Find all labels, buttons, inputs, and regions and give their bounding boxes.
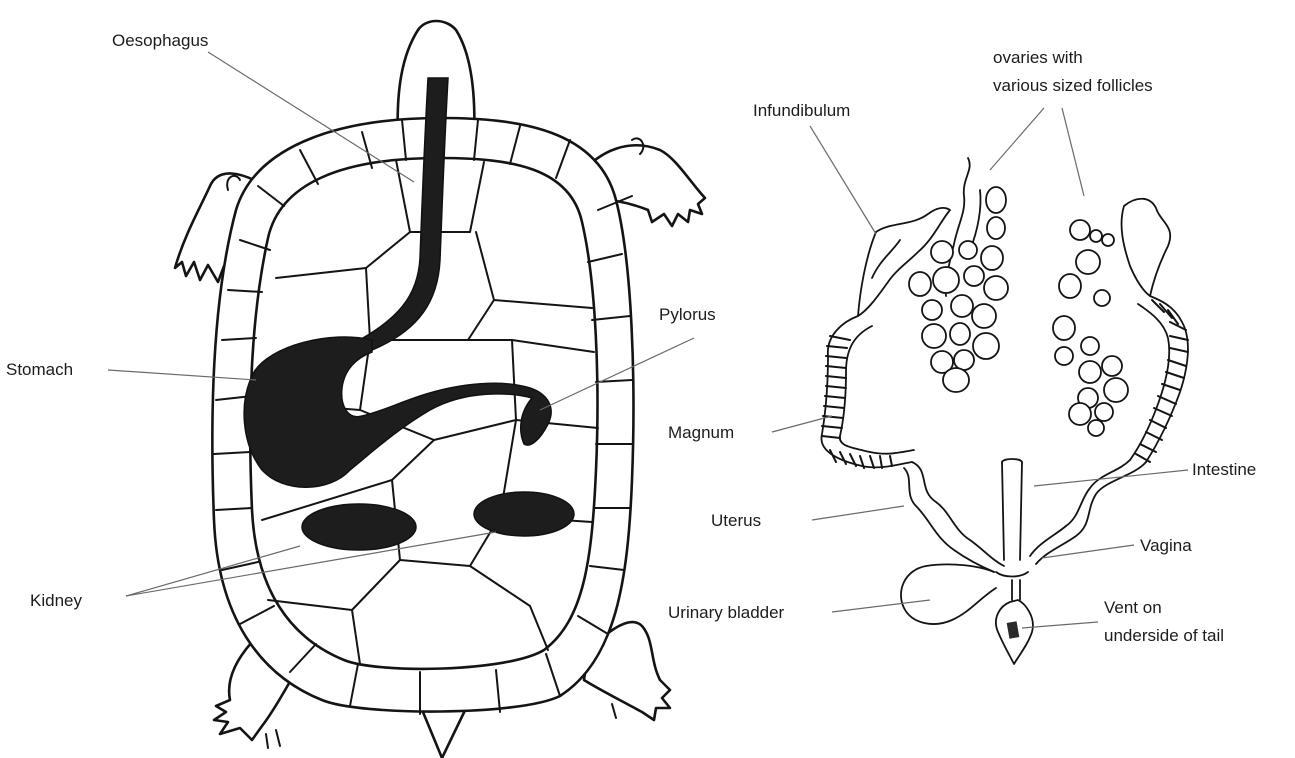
reproductive-tract [821, 158, 1188, 664]
uterus-leader [812, 506, 904, 520]
right-ovary-follicles [1053, 220, 1128, 436]
label-vagina: Vagina [1140, 536, 1192, 555]
label-infundibulum: Infundibulum [753, 101, 850, 120]
kidney-left-organ [302, 504, 416, 550]
turtle-figure [175, 21, 705, 758]
bladder-leader [832, 600, 930, 612]
label-urinary-bladder: Urinary bladder [668, 603, 785, 622]
label-magnum: Magnum [668, 423, 734, 442]
label-kidney: Kidney [30, 591, 82, 610]
label-oesophagus: Oesophagus [112, 31, 208, 50]
left-ovary-follicles [909, 187, 1008, 392]
vagina-leader [1042, 545, 1134, 558]
right-uterus [1036, 462, 1146, 564]
label-vent-line1: Vent on [1104, 598, 1162, 617]
vent-mark [1007, 621, 1020, 638]
label-vent-line2: underside of tail [1104, 626, 1224, 645]
label-uterus: Uterus [711, 511, 761, 530]
kidney-right-organ [474, 492, 574, 536]
ovaries-leader-left [990, 108, 1044, 170]
label-ovaries-line2: various sized follicles [993, 76, 1153, 95]
left-oviduct-coils [821, 316, 914, 468]
label-stomach: Stomach [6, 360, 73, 379]
intestine-shape [1002, 462, 1022, 560]
right-oviduct-coils [1130, 296, 1188, 462]
right-infundibulum-shape [1122, 199, 1171, 296]
urinary-bladder-shape [901, 564, 996, 624]
label-pylorus: Pylorus [659, 305, 716, 324]
ovaries-leader-right [1062, 108, 1084, 196]
label-intestine: Intestine [1192, 460, 1256, 479]
infundibulum-leader [810, 126, 876, 234]
label-ovaries-line1: ovaries with [993, 48, 1083, 67]
left-uterus [912, 462, 1004, 566]
